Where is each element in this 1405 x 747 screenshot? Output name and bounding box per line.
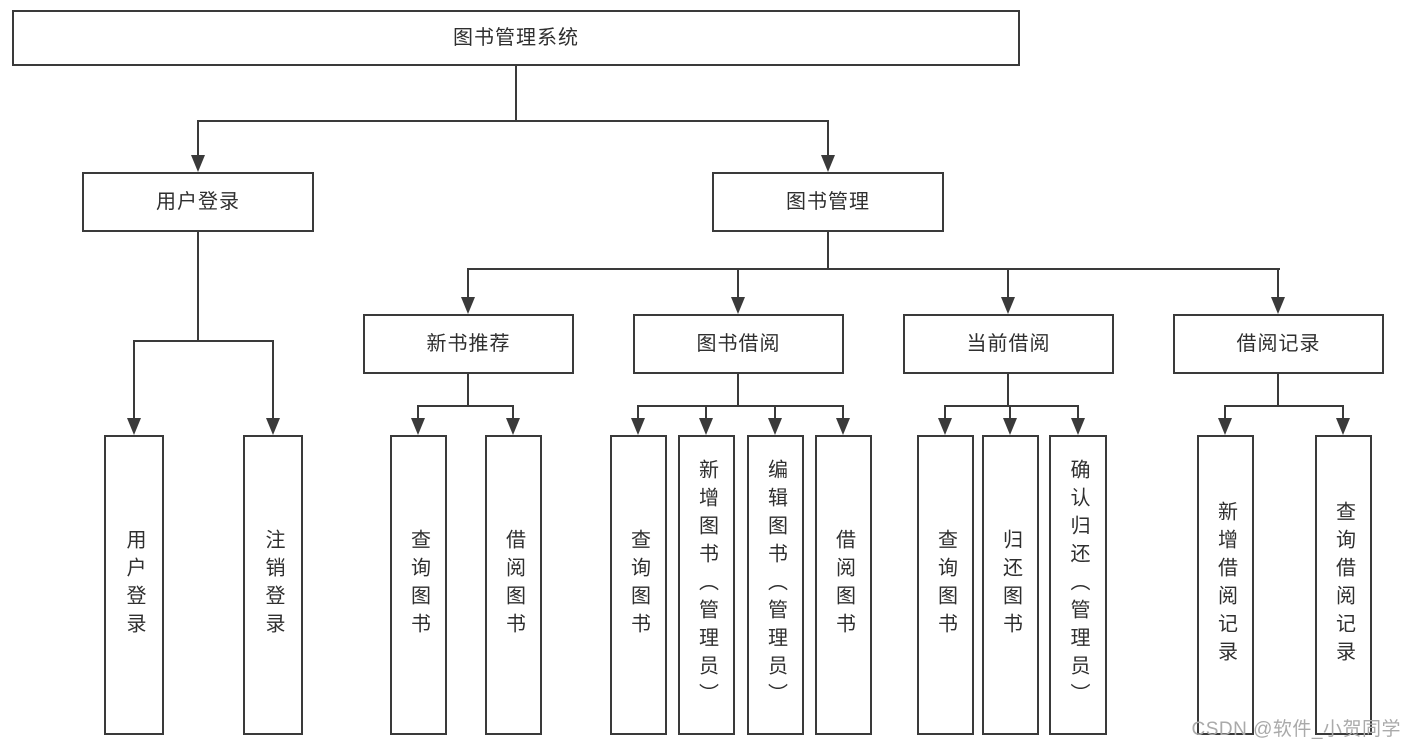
connector-current-borrow-hline <box>944 405 1079 407</box>
arrowhead-leaf <box>938 418 952 435</box>
arrowhead-leaf <box>699 418 713 435</box>
connector-user-login-stem <box>197 232 199 340</box>
connector-book-management-stem <box>827 232 829 268</box>
arrowhead-leaf <box>1218 418 1232 435</box>
connector-leaf <box>842 405 844 421</box>
connector-to-leaf-logout <box>272 340 274 421</box>
node-label: 当前借阅 <box>966 333 1051 355</box>
arrowhead-leaf <box>631 418 645 435</box>
node-current-borrow: 当前借阅 <box>903 314 1114 374</box>
leaf-edit-book-admin: 编辑图书（管理员） <box>747 435 804 735</box>
leaf-query-book-borrow: 查询图书 <box>610 435 667 735</box>
connector-book-borrow-hline <box>637 405 844 407</box>
leaf-add-borrow-record: 新增借阅记录 <box>1197 435 1254 735</box>
connector-root-stem <box>515 66 517 120</box>
leaf-confirm-return-admin: 确认归还（管理员） <box>1049 435 1107 735</box>
connector-root-hline <box>197 120 829 122</box>
node-user-login: 用户登录 <box>82 172 314 232</box>
node-book-management: 图书管理 <box>712 172 944 232</box>
leaf-return-book: 归还图书 <box>982 435 1039 735</box>
arrowhead-leaf-logout <box>266 418 280 435</box>
connector-to-borrow-records <box>1277 268 1279 300</box>
connector-to-user-login <box>197 120 199 158</box>
leaf-borrow-book: 借阅图书 <box>815 435 872 735</box>
arrowhead-leaf <box>1336 418 1350 435</box>
node-label: 图书管理系统 <box>453 27 579 49</box>
connector-current-borrow-stem <box>1007 374 1009 405</box>
leaf-label: 编辑图书（管理员） <box>764 459 787 711</box>
leaf-query-book-current: 查询图书 <box>917 435 974 735</box>
connector-new-book-stem <box>467 374 469 405</box>
node-borrow-records: 借阅记录 <box>1173 314 1384 374</box>
leaf-label: 查询图书 <box>407 529 430 641</box>
connector-borrow-records-hline <box>1224 405 1344 407</box>
arrowhead-book-management <box>821 155 835 172</box>
connector-leaf <box>1342 405 1344 421</box>
arrowhead-leaf <box>768 418 782 435</box>
connector-leaf <box>417 405 419 421</box>
leaf-borrow-book-recommend: 借阅图书 <box>485 435 542 735</box>
connector-leaf <box>1224 405 1226 421</box>
arrowhead-leaf <box>1071 418 1085 435</box>
leaf-label: 归还图书 <box>999 529 1022 641</box>
leaf-label: 查询图书 <box>934 529 957 641</box>
arrowhead-borrow-records <box>1271 297 1285 314</box>
connector-new-book-hline <box>417 405 514 407</box>
connector-to-current-borrow <box>1007 268 1009 300</box>
arrowhead-user-login <box>191 155 205 172</box>
leaf-label: 查询图书 <box>627 529 650 641</box>
leaf-query-borrow-record: 查询借阅记录 <box>1315 435 1372 735</box>
connector-to-book-management <box>827 120 829 158</box>
leaf-query-book-recommend: 查询图书 <box>390 435 447 735</box>
leaf-user-login: 用户登录 <box>104 435 164 735</box>
arrowhead-new-book <box>461 297 475 314</box>
leaf-logout-login: 注销登录 <box>243 435 303 735</box>
arrowhead-leaf <box>411 418 425 435</box>
connector-leaf <box>1009 405 1011 421</box>
connector-book-borrow-stem <box>737 374 739 405</box>
arrowhead-leaf <box>506 418 520 435</box>
node-library-management-system: 图书管理系统 <box>12 10 1020 66</box>
arrowhead-current-borrow <box>1001 297 1015 314</box>
arrowhead-leaf <box>836 418 850 435</box>
node-label: 借阅记录 <box>1236 333 1321 355</box>
arrowhead-leaf-user-login <box>127 418 141 435</box>
leaf-label: 借阅图书 <box>502 529 525 641</box>
leaf-label: 新增图书（管理员） <box>695 459 718 711</box>
leaf-label: 借阅图书 <box>832 529 855 641</box>
node-label: 新书推荐 <box>426 333 511 355</box>
node-label: 图书借阅 <box>696 333 781 355</box>
leaf-label: 查询借阅记录 <box>1332 501 1355 669</box>
leaf-label: 注销登录 <box>262 529 284 641</box>
leaf-add-book-admin: 新增图书（管理员） <box>678 435 735 735</box>
arrowhead-book-borrow <box>731 297 745 314</box>
leaf-label: 新增借阅记录 <box>1214 501 1237 669</box>
leaf-label: 用户登录 <box>123 529 145 641</box>
connector-leaf <box>944 405 946 421</box>
connector-leaf <box>705 405 707 421</box>
node-label: 图书管理 <box>786 191 870 213</box>
connector-leaf <box>637 405 639 421</box>
connector-user-login-hline <box>133 340 274 342</box>
connector-leaf <box>774 405 776 421</box>
connector-to-leaf-user-login <box>133 340 135 421</box>
node-new-book-recommend: 新书推荐 <box>363 314 574 374</box>
connector-book-management-hline <box>468 268 1280 270</box>
connector-borrow-records-stem <box>1277 374 1279 405</box>
arrowhead-leaf <box>1003 418 1017 435</box>
connector-to-new-book <box>467 268 469 300</box>
node-label: 用户登录 <box>156 191 240 213</box>
csdn-watermark: CSDN @软件_小贺同学 <box>1191 719 1401 740</box>
leaf-label: 确认归还（管理员） <box>1067 459 1089 711</box>
node-book-borrow: 图书借阅 <box>633 314 844 374</box>
connector-leaf <box>1077 405 1079 421</box>
connector-to-book-borrow <box>737 268 739 300</box>
connector-leaf <box>512 405 514 421</box>
